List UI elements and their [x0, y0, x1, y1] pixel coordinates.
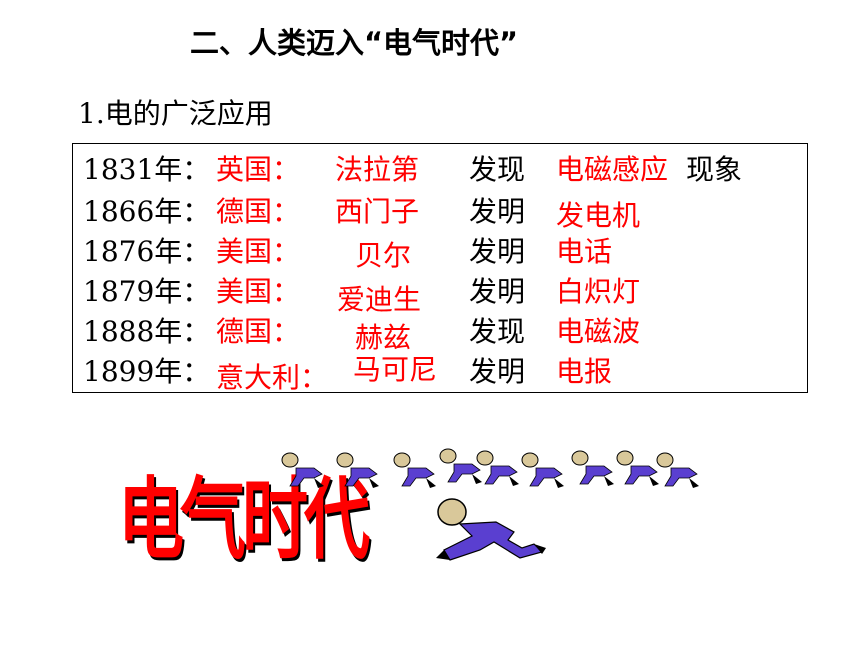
row-country: 意大利： [216, 361, 329, 394]
walking-person-icon [439, 448, 483, 485]
row-year: 1879年： [83, 275, 211, 308]
row-year: 1888年： [83, 315, 211, 348]
row-invention: 电磁感应 [556, 153, 669, 186]
row-year: 1876年： [83, 235, 211, 268]
row-year: 1899年： [83, 355, 211, 388]
inventions-table: 1831年： 英国： 法拉第 发现 电磁感应 现象 1866年： 德国： 西门子… [72, 143, 808, 394]
walking-person-icon [393, 452, 437, 488]
row-country: 美国： [216, 235, 301, 268]
row-country: 德国： [216, 195, 301, 228]
row-verb: 发现 [469, 315, 526, 348]
page-title: 二、人类迈入“电气时代” [190, 26, 519, 60]
row-invention: 电报 [556, 355, 613, 388]
row-invention: 发电机 [556, 199, 641, 232]
row-verb: 发明 [469, 235, 526, 268]
row-verb: 发现 [469, 153, 526, 186]
walking-person-icon [571, 450, 615, 487]
row-person: 爱迪生 [337, 283, 422, 316]
row-verb: 发明 [469, 275, 526, 308]
row-year: 1831年： [83, 153, 211, 186]
row-person: 赫兹 [355, 321, 412, 354]
electric-era-wordart: 电气时代 [118, 468, 370, 573]
row-invention: 白炽灯 [556, 275, 641, 308]
walking-person-icon [436, 498, 546, 561]
walking-person-icon [521, 452, 565, 488]
row-country: 英国： [216, 153, 301, 186]
walking-person-icon [476, 450, 520, 487]
row-person: 马可尼 [353, 353, 438, 386]
row-person: 贝尔 [355, 239, 412, 272]
walking-person-icon [336, 452, 380, 488]
row-invention: 电话 [556, 235, 613, 268]
row-person: 西门子 [335, 195, 420, 228]
row-verb: 发明 [469, 195, 526, 228]
section-heading: 1.电的广泛应用 [78, 97, 273, 130]
row-person: 法拉第 [335, 153, 420, 186]
row-verb: 发明 [469, 355, 526, 388]
walking-people-row [281, 448, 700, 488]
row-country: 德国： [216, 315, 301, 348]
row-year: 1866年： [83, 195, 211, 228]
walking-person-icon [281, 452, 325, 488]
row-suffix: 现象 [686, 153, 743, 186]
row-country: 美国： [216, 275, 301, 308]
walking-person-icon [616, 450, 660, 487]
row-invention: 电磁波 [556, 315, 641, 348]
walking-person-icon [656, 452, 700, 488]
